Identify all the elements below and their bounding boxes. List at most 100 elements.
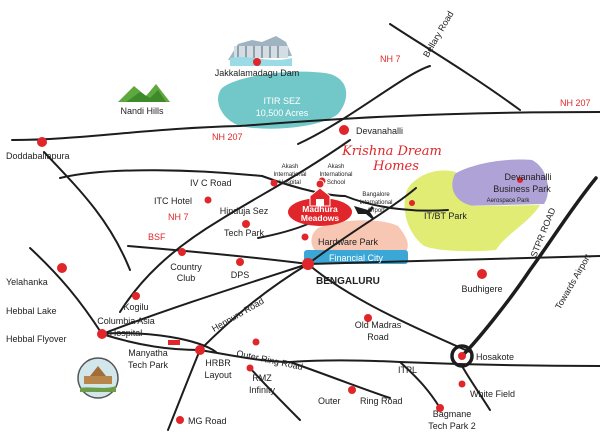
- hennuru-label: Hennuru Road: [210, 296, 266, 334]
- hardware-park-area: [311, 220, 408, 256]
- hebbal-lake-label: Hebbal Lake: [6, 306, 57, 316]
- bia-label-2: International: [359, 200, 392, 206]
- hosakote-dot: [458, 352, 466, 360]
- nh7-left-label: NH 7: [168, 212, 189, 222]
- bengaluru-label: BENGALURU: [316, 276, 380, 287]
- dbp-label-1: Devanahalli: [504, 172, 551, 182]
- bellary-road-label: Bellary Road: [421, 9, 455, 59]
- rmz-label-1: RMZ: [252, 373, 272, 383]
- budhigere-label: Budhigere: [461, 284, 502, 294]
- hrbr-label-2: Layout: [204, 370, 232, 380]
- dam-illustration: [228, 36, 292, 66]
- bia-label-3: Airport: [367, 208, 385, 214]
- financial-city-area: [304, 250, 408, 264]
- itpl-road: [289, 361, 391, 399]
- nh207-road: [11, 111, 600, 141]
- columbia-label-1: Columbia Asia: [97, 316, 155, 326]
- financial-label: Financial City: [329, 253, 384, 263]
- jakkalamadagu-label: Jakkalamadagu Dam: [215, 68, 300, 78]
- doddaballapura-nh7-road: [43, 151, 131, 271]
- itir-label-1: ITIR SEZ: [263, 96, 301, 106]
- outer-ring-dot: [252, 338, 260, 346]
- white-field-road: [461, 365, 491, 411]
- towards-airport-label: Towards Airport: [553, 252, 593, 311]
- old-madras-label-2: Road: [367, 332, 389, 342]
- mg-road-dot: [176, 416, 184, 424]
- kogilu-label: Kogilu: [123, 302, 148, 312]
- hinduja-label-2: Tech Park: [224, 228, 265, 238]
- itir-sez-area: [218, 71, 347, 129]
- ivc-road: [59, 169, 263, 179]
- hinduja-label-1: Hinduja Sez: [220, 206, 269, 216]
- outer-label: Outer: [318, 396, 341, 406]
- hennuru-diagonal: [101, 263, 309, 335]
- dps-dot: [236, 258, 244, 266]
- rmz-road: [249, 367, 301, 421]
- country-label-2: Club: [177, 273, 196, 283]
- old-madras-dot: [364, 314, 372, 322]
- doddaballapura-label: Doddaballapura: [6, 151, 70, 161]
- country-label-1: Country: [170, 262, 202, 272]
- hinduja-dot: [242, 220, 250, 228]
- bsf-label: BSF: [148, 232, 166, 242]
- devanahalli-label: Devanahalli: [356, 126, 403, 136]
- nh207-left-label: NH 207: [212, 132, 243, 142]
- hennuru-road: [199, 263, 309, 351]
- kogilu-dot: [132, 292, 140, 300]
- jakkalamadagu-dot: [253, 58, 261, 66]
- white-field-label: White Field: [470, 389, 515, 399]
- it-bt-dot: [409, 200, 415, 206]
- project-name-line2: Meadows: [301, 213, 340, 223]
- project-name-line1: Madhura: [302, 204, 338, 214]
- it-bt-park-area: [404, 170, 540, 252]
- bengaluru-dot: [302, 258, 314, 270]
- nandi-label: Nandi Hills: [120, 106, 164, 116]
- aih-dot: [270, 179, 278, 187]
- bagmane-dot: [436, 404, 444, 412]
- hebbal-flyover-label: Hebbal Flyover: [6, 334, 67, 344]
- yelahanka-dot: [57, 263, 67, 273]
- rmz-dot: [246, 364, 254, 372]
- ring-road-dot: [348, 386, 356, 394]
- kogilu-road: [99, 332, 217, 353]
- manyatha-label-1: Manyatha: [128, 348, 168, 358]
- airport-icon: [354, 206, 374, 219]
- ais-label-2: International: [319, 172, 352, 178]
- tagline-line2: Homes: [372, 159, 419, 174]
- white-field-dot: [458, 380, 466, 388]
- airport-link-road: [344, 195, 449, 212]
- itir-label-2: 10,500 Acres: [256, 108, 309, 118]
- columbia-label-2: Hospital: [110, 328, 143, 338]
- nh7-main-road: [119, 139, 351, 313]
- dbp-label-2: Business Park: [493, 184, 551, 194]
- hills-illustration: [118, 84, 170, 102]
- columbia-hospital-marker: [168, 340, 180, 345]
- hebbal-dot: [97, 329, 107, 339]
- hardware-label: Hardware Park: [318, 237, 379, 247]
- mg-road-label: MG Road: [188, 416, 227, 426]
- bagmane-label-2: Tech Park 2: [428, 421, 476, 431]
- old-madras-label-1: Old Madras: [355, 320, 402, 330]
- bia-label-1: Bangalore: [362, 192, 390, 198]
- itpl-label: ITPL: [398, 365, 417, 375]
- old-madras-road: [307, 263, 471, 353]
- nh7-upper-road: [297, 65, 431, 145]
- itc-label: ITC Hotel: [154, 196, 192, 206]
- mg-road-link: [167, 349, 201, 431]
- aih-label-3: Hospital: [279, 180, 301, 186]
- madhura-meadows-pin: Madhura Meadows: [288, 179, 352, 226]
- it-bt-label: IT/BT Park: [424, 211, 467, 221]
- ivc-road-label: IV C Road: [190, 178, 232, 188]
- ring-road-label: Ring Road: [360, 396, 403, 406]
- tagline-line1: Krishna Dream: [341, 144, 442, 159]
- devanahalli-dot: [339, 125, 349, 135]
- aih-label-2: International: [273, 172, 306, 178]
- rmz-label-2: Infinity: [249, 385, 276, 395]
- outer-ring-label: Outer Ring Road: [236, 348, 304, 372]
- hardware-dot: [301, 233, 309, 241]
- dbp-sub-label: Aerospace Park: [487, 198, 531, 204]
- stpr-road: [460, 176, 598, 358]
- dbp-dot: [517, 177, 523, 183]
- ais-label-1: Akash: [328, 164, 345, 170]
